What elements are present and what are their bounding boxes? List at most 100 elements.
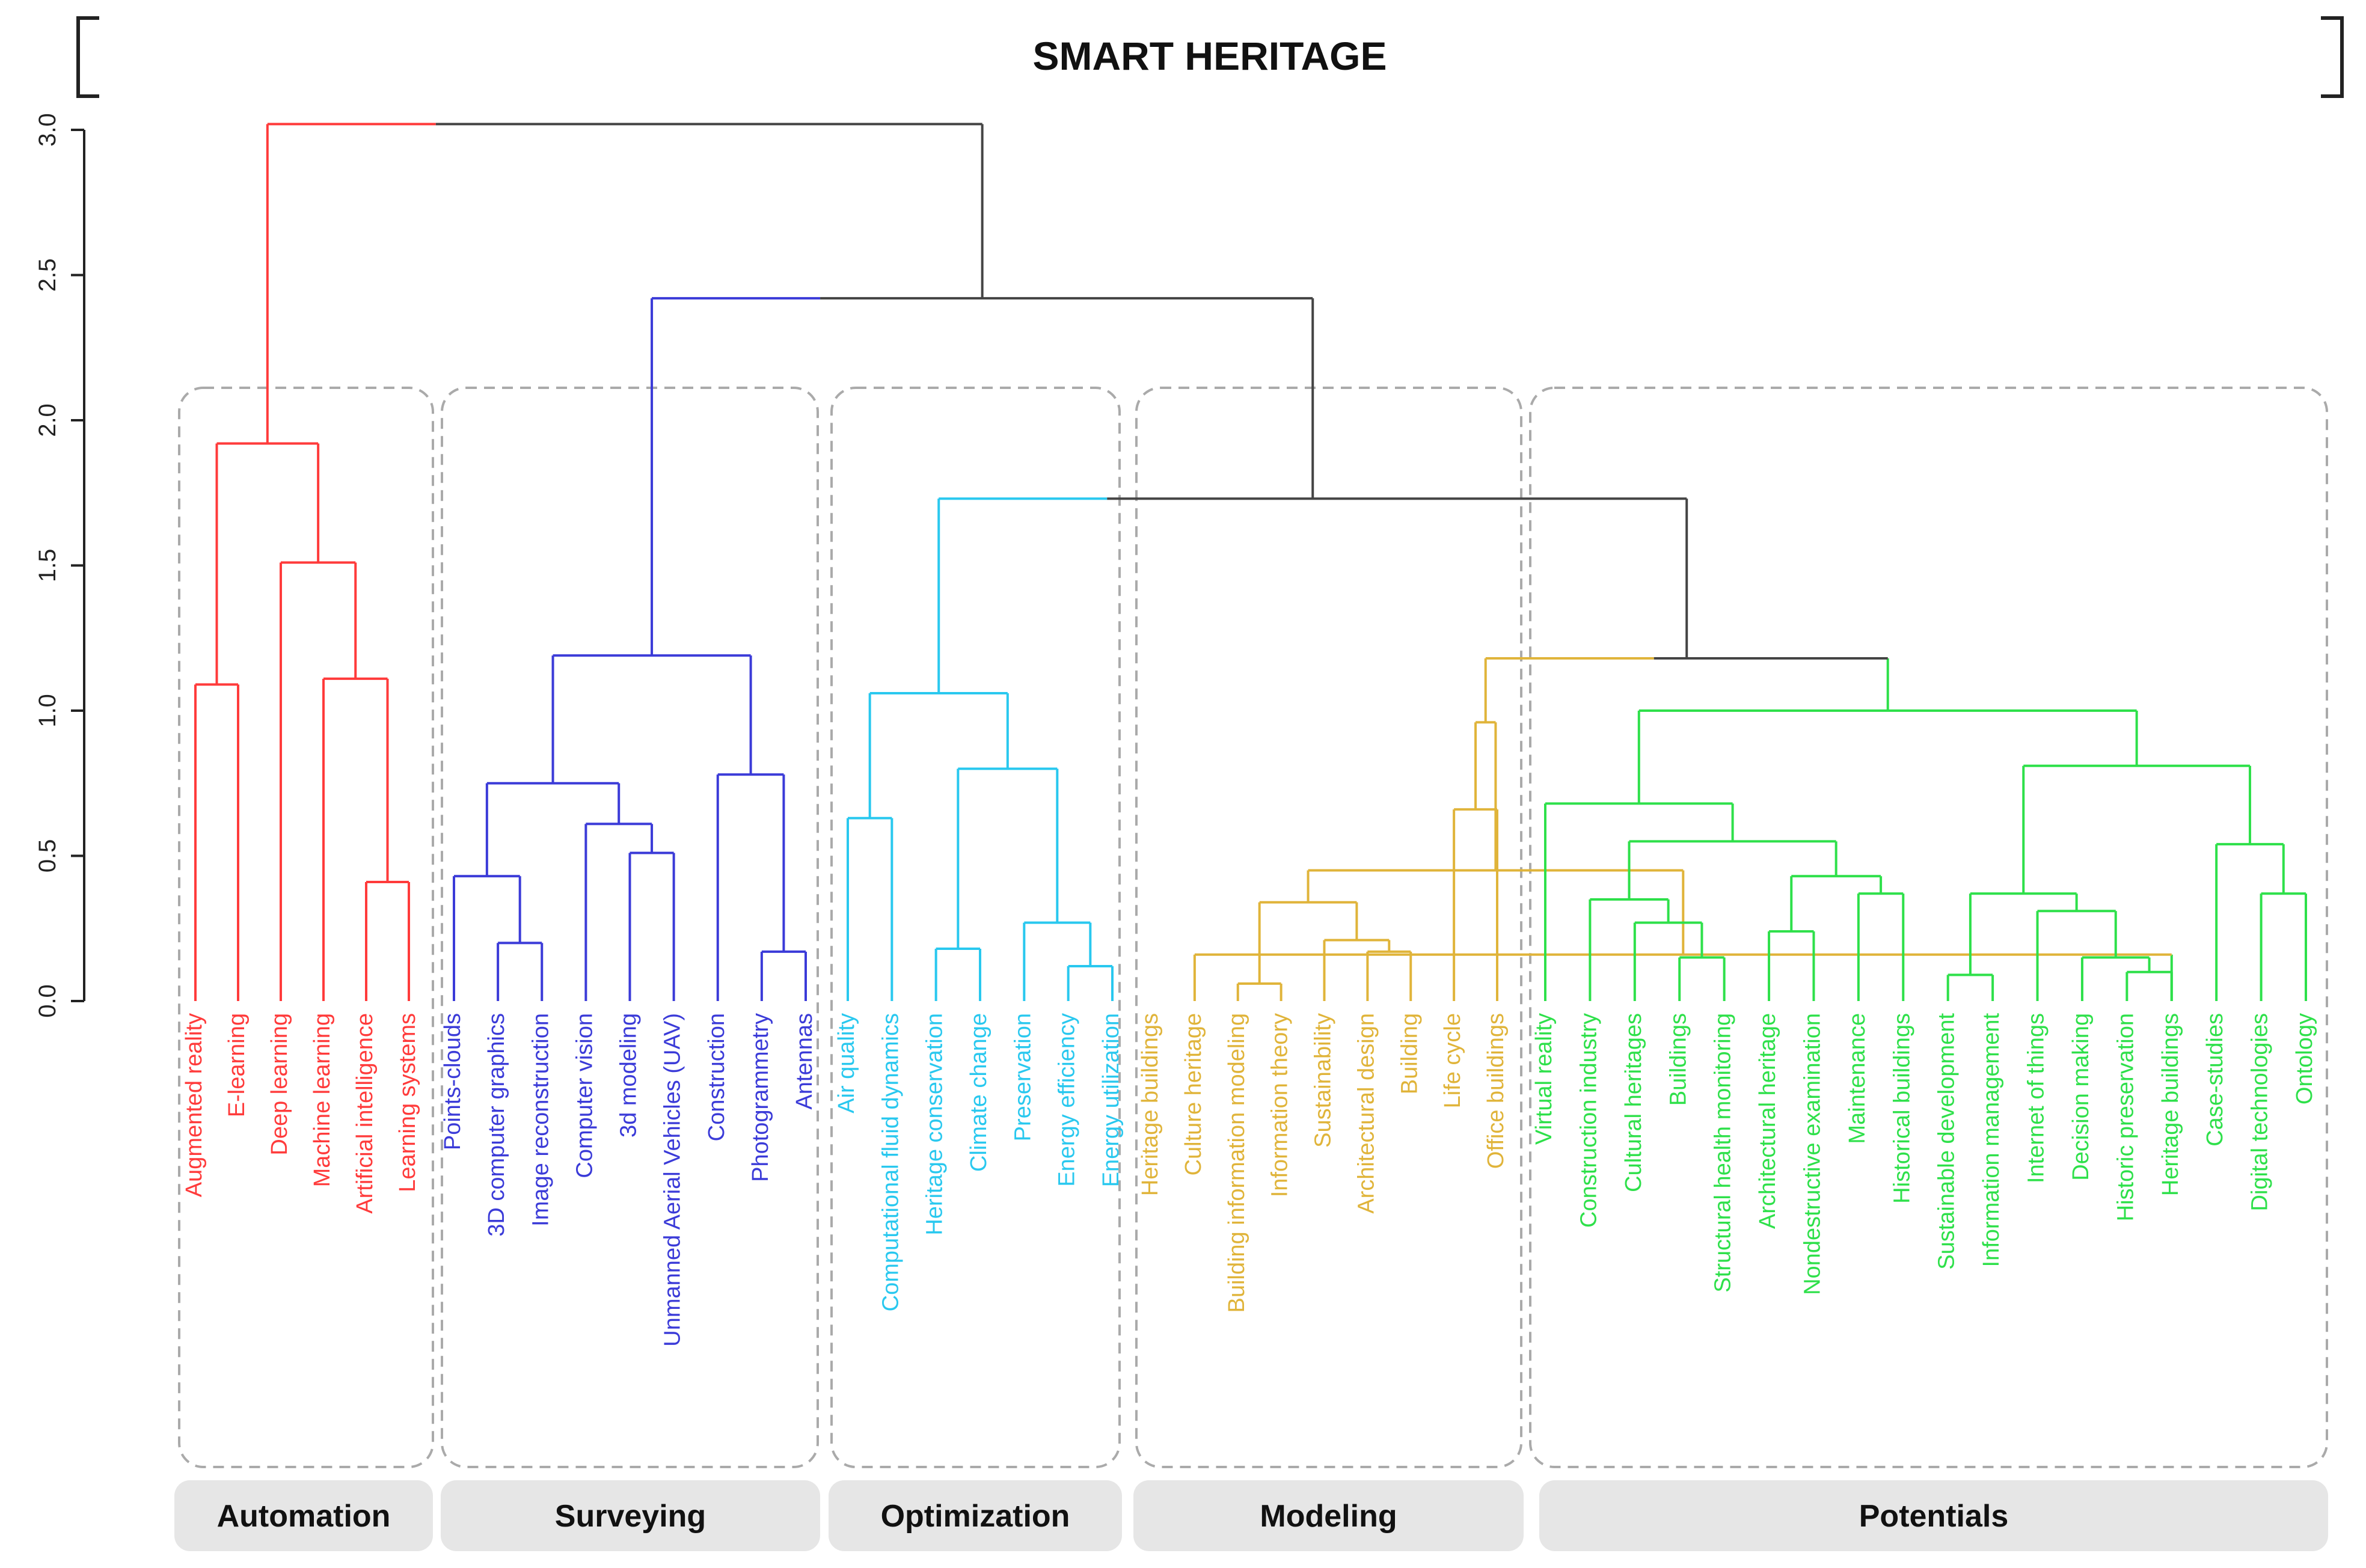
merge-link-p3 [1589, 898, 1670, 1001]
leaf-label-energy-utilization: Energy utilization [1099, 1013, 1124, 1187]
leaf-label-sustainability: Sustainability [1311, 1013, 1336, 1148]
merge-link-s1 [497, 942, 544, 1001]
merge-link-p1 [1678, 956, 1726, 1001]
merge-link-m5 [1258, 901, 1358, 984]
merge-link-s8 [551, 654, 752, 783]
merge-link-o6 [868, 692, 1009, 818]
merge-link-m2 [1236, 982, 1283, 1001]
leaf-label-energy-efficiency: Energy efficiency [1055, 1013, 1080, 1187]
y-axis: 0.00.51.01.52.02.53.0 [34, 113, 85, 1018]
leaf-label-structural-health-monitoring: Structural health monitoring [1711, 1013, 1736, 1293]
leaf-label-historical-buildings: Historical buildings [1889, 1013, 1914, 1204]
category-label-bg-potentials [1539, 1480, 2328, 1551]
dendrogram-links [194, 123, 2307, 1001]
category-label-bg-automation [174, 1480, 433, 1551]
leaf-label-case-studies: Case-studies [2202, 1013, 2228, 1147]
leaf-label-learning-systems: Learning systems [395, 1013, 420, 1192]
category-label-optimization: Optimization [881, 1499, 1070, 1534]
leaf-label-digital-technologies: Digital technologies [2248, 1013, 2273, 1211]
merge-link-m7 [1453, 808, 1498, 1001]
category-box-modeling [1135, 387, 1522, 1468]
leaf-label-computational-fluid-dynamics: Computational fluid dynamics [878, 1013, 903, 1311]
merge-link-p4 [1768, 930, 1815, 1001]
leaf-label-construction: Construction [704, 1013, 729, 1141]
leaf-label-building-information-modeling: Building information modeling [1224, 1013, 1249, 1313]
title-bracket-left [76, 16, 99, 98]
title-bracket-right [2321, 16, 2344, 98]
leaf-label-points-clouds: Points-clouds [440, 1013, 465, 1150]
leaf-label-machine-learning: Machine learning [310, 1013, 335, 1187]
leaf-label-sustainable-development: Sustainable development [1934, 1013, 1960, 1270]
merge-link-s2 [453, 875, 521, 1001]
merge-link-m4 [1323, 939, 1391, 1001]
leaf-label-decision-making: Decision making [2068, 1013, 2094, 1181]
leaf-label-e-learning: E-learning [224, 1013, 250, 1117]
merge-link-m6 [1307, 869, 1685, 955]
merge-link-p12 [2036, 910, 2117, 1001]
leaf-label-culture-heritage: Culture heritage [1181, 1013, 1206, 1175]
merge-link-s3 [628, 851, 675, 1001]
category-label-automation: Automation [217, 1499, 391, 1534]
merge-link-a2 [365, 880, 410, 1001]
leaf-label-virtual-reality: Virtual reality [1531, 1013, 1557, 1145]
merge-link-p5 [1857, 892, 1905, 1001]
merge-link-r2 [937, 497, 1688, 694]
leaf-label-architectural-heritage: Architectural heritage [1755, 1013, 1780, 1229]
leaf-label-historic-preservation: Historic preservation [2113, 1013, 2138, 1221]
leaf-label-heritage-conservation: Heritage conservation [922, 1013, 948, 1236]
merge-link-r4 [266, 123, 984, 444]
merge-link-o1 [847, 816, 893, 1001]
leaf-label-information-management: Information management [1979, 1013, 2004, 1267]
category-box-potentials [1529, 387, 2328, 1468]
leaf-label-cultural-heritages: Cultural heritages [1621, 1013, 1646, 1192]
leaf-label-climate-change: Climate change [966, 1013, 991, 1172]
leaf-label-image-reconstruction: Image reconstruction [528, 1013, 553, 1227]
merge-link-a3 [322, 677, 389, 1001]
leaf-label-building: Building [1397, 1013, 1422, 1094]
leaf-label-augmented-reality: Augmented reality [182, 1013, 207, 1197]
merge-link-p13 [1969, 892, 2078, 975]
merge-link-p2 [1633, 921, 1703, 1001]
leaf-label-maintenance: Maintenance [1845, 1013, 1870, 1144]
merge-link-m1 [1193, 953, 2173, 1001]
chart-title: SMART HERITAGE [1032, 34, 1387, 78]
category-boxes [178, 387, 2328, 1468]
leaf-label-buildings: Buildings [1666, 1013, 1691, 1106]
category-label-bg-modeling [1133, 1480, 1524, 1551]
leaf-label-photogrammetry: Photogrammetry [748, 1013, 773, 1182]
merge-link-o4 [1023, 921, 1092, 1001]
leaf-label-computer-vision: Computer vision [572, 1013, 597, 1178]
category-box-automation [178, 387, 434, 1468]
leaf-label-information-theory: Information theory [1267, 1013, 1293, 1197]
category-label-bg-surveying [441, 1480, 820, 1551]
category-label-bg-optimization [829, 1480, 1122, 1551]
y-tick-label: 2.5 [34, 259, 61, 292]
merge-link-p10 [2125, 970, 2173, 1001]
leaf-label-architectural-design: Architectural design [1353, 1013, 1379, 1214]
merge-link-m3 [1366, 950, 1412, 1001]
merge-link-a5 [215, 442, 320, 685]
category-label-surveying: Surveying [555, 1499, 706, 1534]
y-tick-label: 0.5 [34, 839, 61, 873]
leaf-label-air-quality: Air quality [834, 1013, 859, 1113]
merge-link-p8 [1544, 802, 1734, 1001]
merge-link-p9 [1946, 973, 1994, 1001]
merge-link-s6 [760, 950, 807, 1001]
leaf-label-antennas: Antennas [792, 1013, 817, 1110]
merge-link-s5 [485, 782, 621, 877]
merge-link-s4 [584, 822, 654, 1001]
merge-link-a4 [280, 561, 357, 1001]
leaf-label-life-cycle: Life cycle [1440, 1013, 1465, 1108]
leaf-label-ontology: Ontology [2292, 1013, 2317, 1104]
leaf-label-construction-industry: Construction industry [1576, 1013, 1601, 1228]
merge-link-s7 [716, 773, 785, 1001]
leaf-label-unmanned-aerial-vehicles-uav: Unmanned Aerial Vehicles (UAV) [660, 1013, 685, 1347]
leaf-label-office-buildings: Office buildings [1483, 1013, 1509, 1169]
leaf-label-artificial-intelligence: Artificial intelligence [352, 1013, 378, 1214]
y-tick-label: 2.0 [34, 403, 61, 437]
y-tick-label: 1.0 [34, 694, 61, 727]
merge-link-p14 [2260, 892, 2307, 1001]
